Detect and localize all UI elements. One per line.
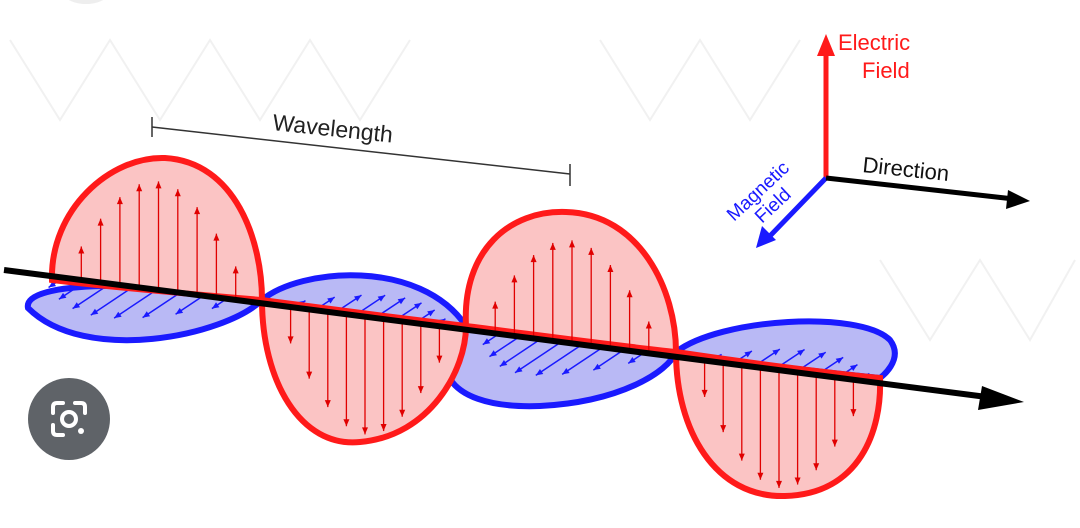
electric-vector-head: [607, 265, 614, 273]
magnetic-vector: [90, 286, 134, 316]
lens-search-icon: [51, 401, 87, 437]
propagation-arrowhead: [978, 386, 1024, 410]
electric-vector-head: [738, 453, 745, 461]
electric-vector-head: [794, 477, 801, 485]
electric-vector-head: [511, 275, 518, 283]
magnetic-vector-head: [114, 311, 122, 319]
electric-vector-head: [813, 463, 820, 471]
electric-vector-head: [136, 184, 143, 192]
background-pattern: [9, 38, 1076, 342]
electric-vector-head: [213, 233, 220, 241]
magnetic-vector-head: [849, 364, 858, 372]
magnetic-vector: [514, 341, 562, 374]
magnetic-vector: [113, 289, 158, 319]
electric-vector-head: [626, 290, 633, 298]
electric-field-arrowhead: [817, 34, 835, 56]
propagation-axis: [3, 267, 1012, 404]
electric-vector-head: [850, 409, 857, 417]
electric-lobe-4: [672, 348, 884, 500]
electric-vector-head: [399, 409, 406, 417]
electric-vector-head: [97, 218, 104, 226]
magnetic-vector-head: [397, 297, 406, 305]
electric-vector-head: [645, 321, 652, 329]
magnetic-vector-head: [744, 350, 752, 358]
top-corner-shape: [56, 0, 116, 4]
magnetic-vector-head: [211, 302, 220, 309]
magnetic-vector-head: [48, 281, 57, 288]
electric-vector-head: [116, 197, 123, 205]
magnetic-vector: [535, 344, 583, 377]
electric-vector-head: [757, 472, 764, 480]
electric-field-label-2: Field: [862, 58, 910, 83]
magnetic-vector-head: [72, 302, 81, 309]
magnetic-vector-head: [427, 309, 435, 317]
electric-vector-head: [232, 266, 239, 274]
electric-vector-head: [380, 424, 387, 432]
electric-vector-head: [530, 255, 537, 263]
magnetic-vector-head: [562, 368, 570, 375]
electric-vector-head: [436, 355, 443, 363]
magnetic-field-arrowhead: [756, 226, 776, 248]
magnetic-vector-head: [515, 366, 523, 373]
electric-field-label-1: Electric: [838, 30, 910, 55]
electric-vector-head: [569, 240, 575, 248]
magnetic-vector-head: [835, 357, 844, 364]
electric-lobe-3: [462, 208, 680, 356]
magnetic-vector-head: [58, 292, 67, 300]
magnetic-vector: [499, 338, 541, 367]
magnetic-vector-head: [354, 295, 362, 302]
electric-lobe-2: [258, 296, 470, 446]
magnetic-vector-head: [593, 363, 601, 371]
electric-vector-head: [174, 189, 181, 197]
electric-vector-head: [701, 389, 708, 397]
direction-arrowhead: [1006, 190, 1030, 209]
electric-vector-head: [343, 419, 350, 427]
electric-vector-head: [776, 480, 782, 488]
electric-vector-head: [417, 386, 424, 394]
electric-vector-head: [549, 242, 556, 250]
electric-vector-head: [588, 247, 595, 255]
lens-search-button[interactable]: [28, 378, 110, 460]
magnetic-vector-head: [628, 357, 636, 364]
magnetic-vector-head: [797, 349, 805, 356]
legend-axes: [756, 34, 1030, 248]
magnetic-vector-head: [772, 349, 780, 356]
electric-vector-head: [287, 336, 294, 344]
magnetic-field-axis: [766, 176, 828, 240]
magnetic-vector-head: [489, 350, 497, 357]
magnetic-vector-head: [327, 297, 335, 304]
magnetic-vector-head: [499, 359, 508, 367]
magnetic-vector-head: [175, 307, 184, 315]
electric-vector-head: [194, 207, 201, 215]
direction-axis: [825, 175, 1015, 202]
magnetic-vector-head: [90, 308, 99, 316]
electric-vector-head: [492, 301, 499, 309]
magnetic-vector: [142, 292, 181, 319]
wavelength-bracket: [151, 117, 571, 186]
magnetic-vector: [561, 346, 604, 376]
magnetic-vector-head: [818, 352, 826, 359]
magnetic-vector-head: [482, 338, 491, 345]
electric-vector-head: [362, 427, 368, 435]
magnetic-vector-head: [142, 311, 151, 318]
electric-vector-head: [831, 439, 838, 447]
electric-vector-head: [78, 246, 85, 254]
electric-vector-head: [155, 181, 162, 189]
magnetic-vector-head: [535, 369, 544, 376]
electric-vector-head: [324, 400, 331, 408]
magnetic-vector-head: [377, 295, 386, 302]
electric-vector-head: [306, 371, 313, 379]
magnetic-vector-head: [414, 302, 422, 310]
electric-vector-head: [720, 425, 727, 433]
